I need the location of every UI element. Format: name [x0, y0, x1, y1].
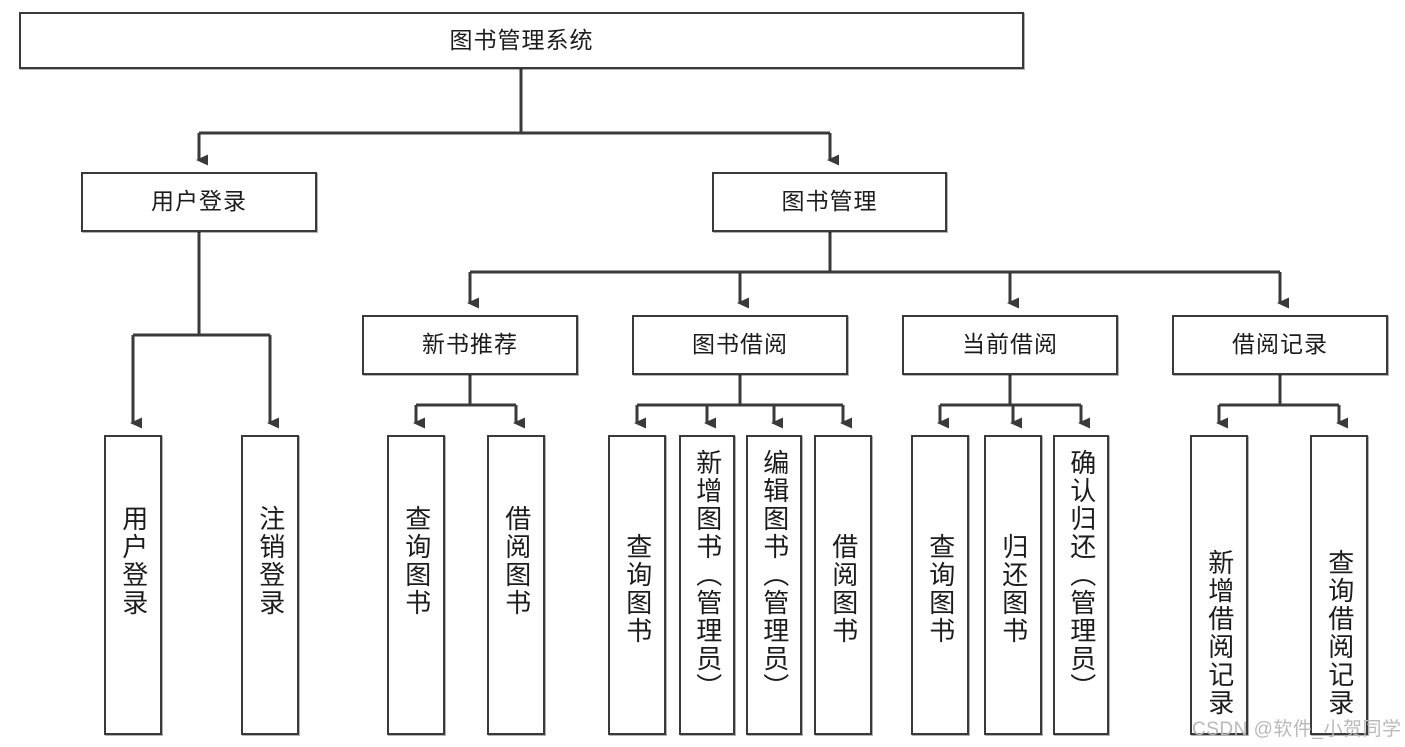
- node-leaf-add-borrow-record[interactable]: 新增借阅记录: [1190, 435, 1248, 735]
- node-borrow-record[interactable]: 借阅记录: [1172, 315, 1388, 375]
- node-leaf-confirm-return-admin[interactable]: 确认归还（管理员）: [1053, 435, 1109, 735]
- node-book-manage[interactable]: 图书管理: [712, 172, 947, 232]
- node-new-book-recommend[interactable]: 新书推荐: [362, 315, 578, 375]
- node-leaf-add-book-admin-label: 新增图书（管理员）: [692, 449, 723, 701]
- node-leaf-query-book-new-label: 查询图书: [401, 505, 432, 617]
- node-book-borrow[interactable]: 图书借阅: [632, 315, 848, 375]
- node-root-label: 图书管理系统: [449, 26, 594, 53]
- node-root[interactable]: 图书管理系统: [19, 12, 1024, 69]
- node-leaf-query-book-new[interactable]: 查询图书: [387, 435, 445, 735]
- node-leaf-user-logout-label: 注销登录: [255, 505, 286, 617]
- node-user-login[interactable]: 用户登录: [81, 172, 317, 232]
- node-leaf-add-book-admin[interactable]: 新增图书（管理员）: [679, 435, 735, 735]
- node-leaf-borrow-book-new[interactable]: 借阅图书: [487, 435, 545, 735]
- node-new-book-recommend-label: 新书推荐: [422, 331, 518, 358]
- node-leaf-user-logout[interactable]: 注销登录: [241, 435, 299, 735]
- node-leaf-query-book-current[interactable]: 查询图书: [911, 435, 969, 735]
- node-leaf-borrow-book-label: 借阅图书: [828, 533, 859, 645]
- node-leaf-user-login-label: 用户登录: [118, 505, 149, 617]
- node-leaf-return-book-label: 归还图书: [998, 533, 1029, 645]
- node-leaf-user-login[interactable]: 用户登录: [104, 435, 162, 735]
- node-leaf-query-book-borrow[interactable]: 查询图书: [608, 435, 666, 735]
- node-leaf-query-borrow-record[interactable]: 查询借阅记录: [1310, 435, 1368, 735]
- node-leaf-return-book[interactable]: 归还图书: [984, 435, 1042, 735]
- node-current-borrow-label: 当前借阅: [962, 331, 1058, 358]
- node-book-manage-label: 图书管理: [781, 188, 878, 215]
- node-borrow-record-label: 借阅记录: [1232, 331, 1328, 358]
- node-leaf-edit-book-admin[interactable]: 编辑图书（管理员）: [746, 435, 802, 735]
- node-leaf-query-borrow-record-label: 查询借阅记录: [1324, 549, 1355, 717]
- node-leaf-query-book-current-label: 查询图书: [925, 533, 956, 645]
- node-leaf-confirm-return-admin-label: 确认归还（管理员）: [1066, 449, 1097, 701]
- node-current-borrow[interactable]: 当前借阅: [902, 315, 1118, 375]
- node-leaf-borrow-book-new-label: 借阅图书: [501, 505, 532, 617]
- node-leaf-query-book-borrow-label: 查询图书: [622, 533, 653, 645]
- csdn-watermark: CSDN @软件_小贺同学: [1192, 719, 1402, 740]
- node-leaf-borrow-book[interactable]: 借阅图书: [814, 435, 872, 735]
- node-book-borrow-label: 图书借阅: [692, 331, 788, 358]
- node-leaf-edit-book-admin-label: 编辑图书（管理员）: [759, 449, 790, 701]
- node-leaf-add-borrow-record-label: 新增借阅记录: [1204, 549, 1235, 717]
- node-user-login-label: 用户登录: [151, 188, 247, 215]
